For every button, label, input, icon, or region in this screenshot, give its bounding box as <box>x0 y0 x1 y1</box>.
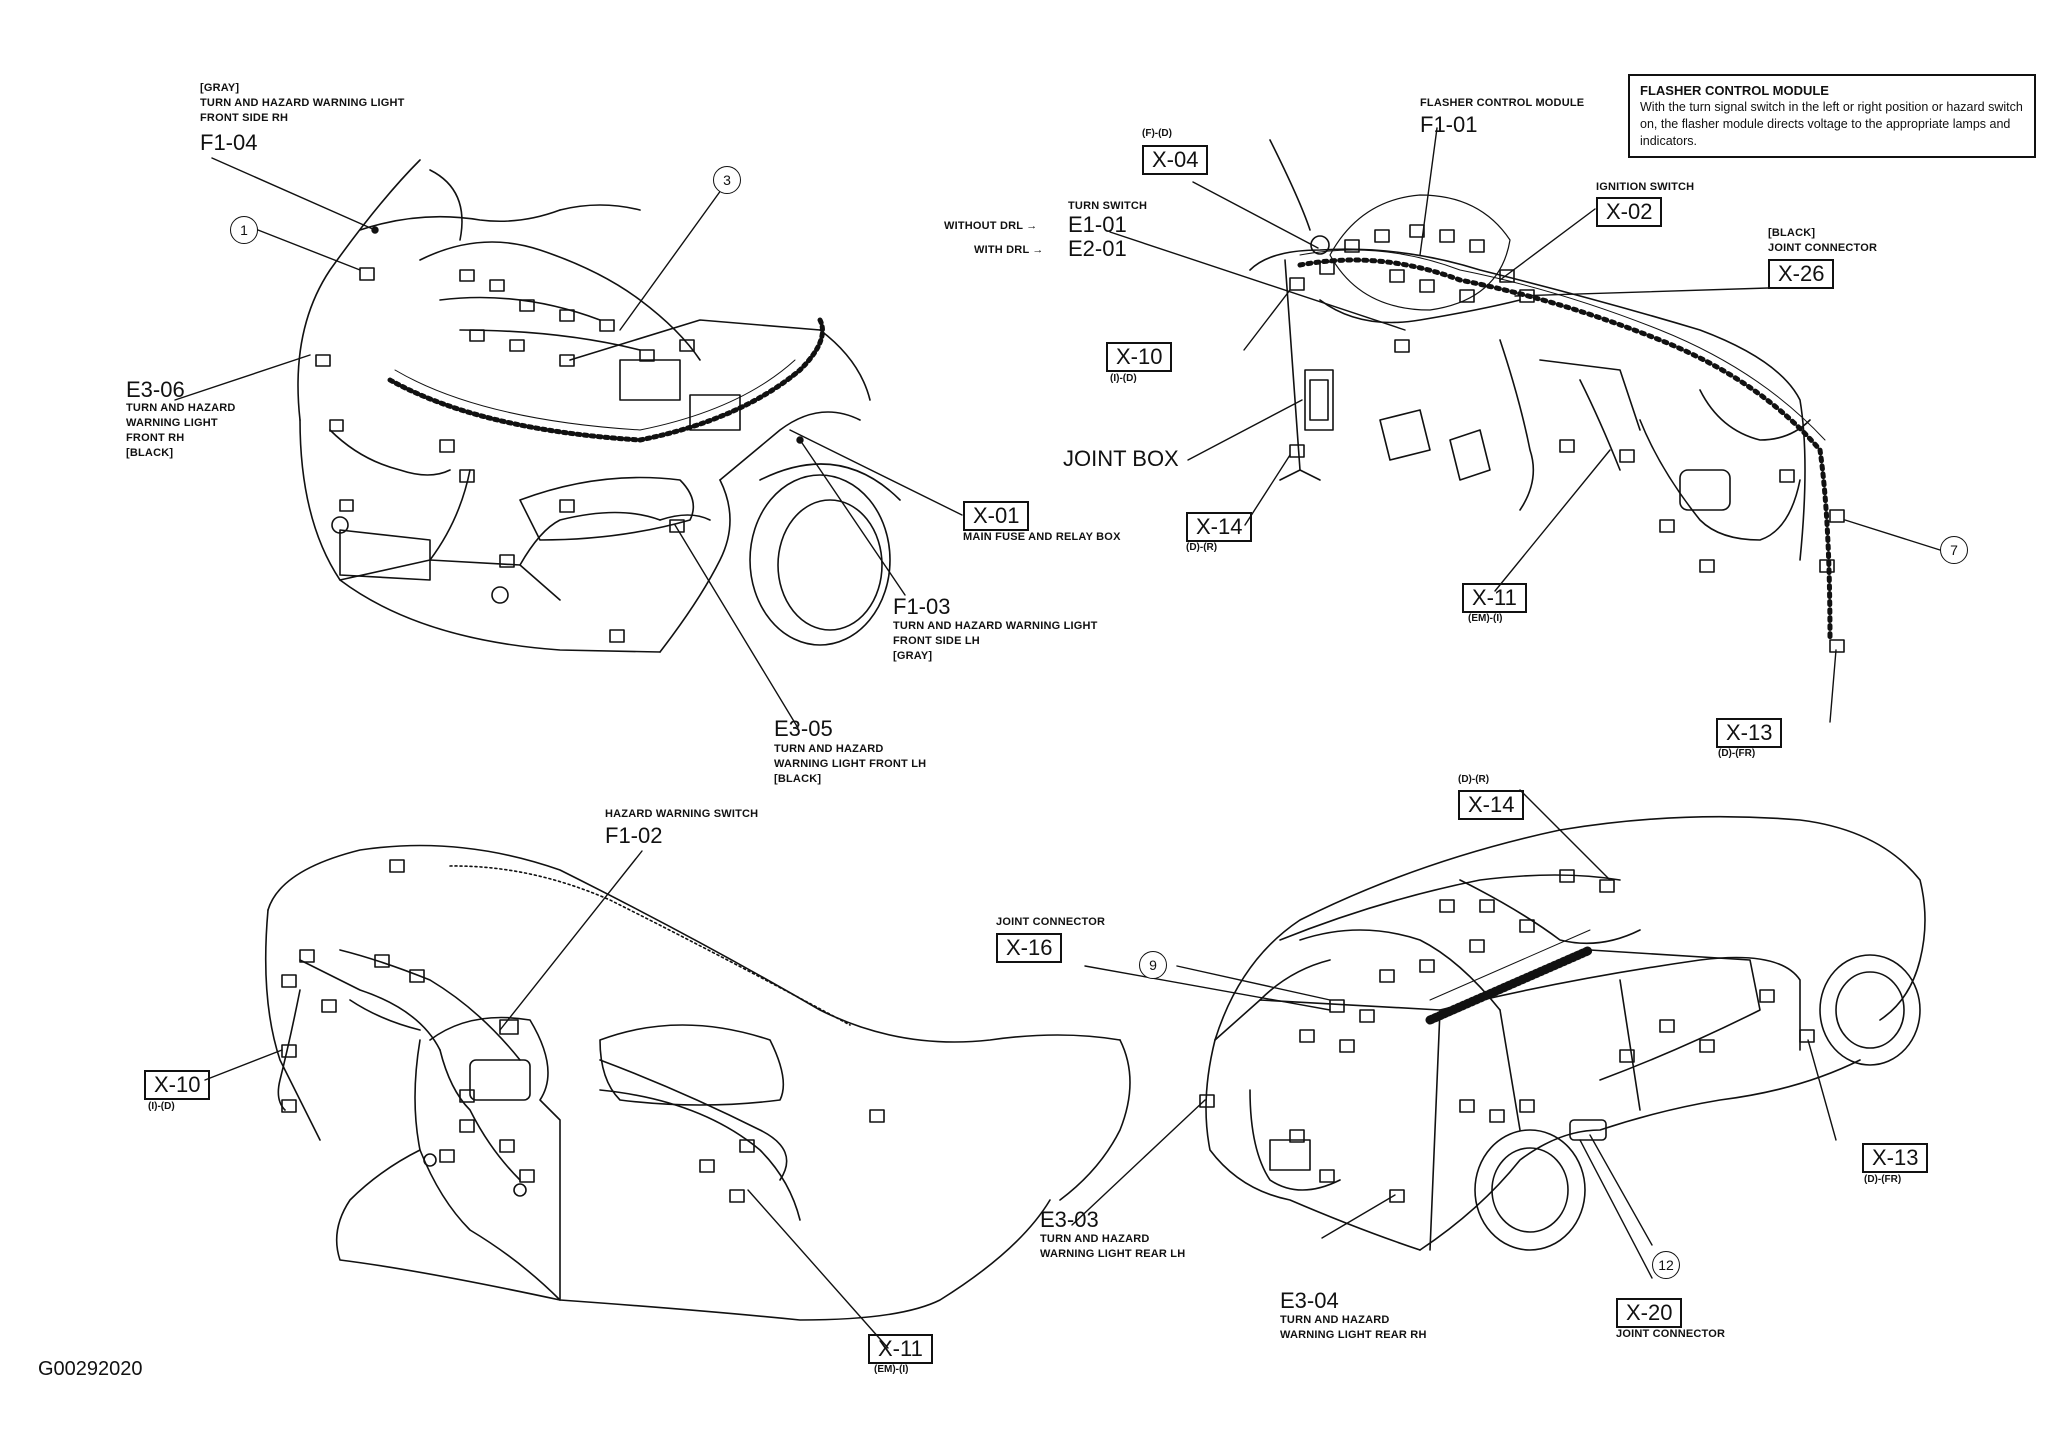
without-drl-label: WITHOUT DRL → <box>944 220 1038 232</box>
f103-desc-1: TURN AND HAZARD WARNING LIGHT <box>893 620 1098 632</box>
x26-color: [BLACK] <box>1768 227 1816 239</box>
flasher-module-note: FLASHER CONTROL MODULE With the turn sig… <box>1628 74 2036 158</box>
e306-code: E3-06 <box>126 377 185 402</box>
x13-dash-code: X-13 <box>1716 718 1783 748</box>
without-drl-text: WITHOUT DRL <box>944 220 1023 232</box>
x11-dash-sub: (EM)-(I) <box>1468 613 1503 624</box>
x11-dash-code: X-11 <box>1462 583 1527 613</box>
f104-code: F1-04 <box>200 130 258 155</box>
dash-harness-drawing <box>1249 139 1845 653</box>
x14-body-code: X-14 <box>1458 790 1525 820</box>
note-text: With the turn signal switch in the left … <box>1640 100 2023 148</box>
x01-code: X-01 <box>963 501 1030 531</box>
f104-color: [GRAY] <box>200 82 240 94</box>
x13-body-code: X-13 <box>1862 1143 1929 1173</box>
e201-code: E2-01 <box>1068 236 1127 261</box>
x10-panel-sub: (I)-(D) <box>148 1101 175 1112</box>
x16-code: X-16 <box>996 933 1063 963</box>
f104-desc-1: TURN AND HAZARD WARNING LIGHT <box>200 97 405 109</box>
callout-7: 7 <box>1940 536 1968 564</box>
e101-code: E1-01 <box>1068 212 1127 237</box>
f101-code: F1-01 <box>1420 112 1478 137</box>
e306-color: [BLACK] <box>126 447 174 459</box>
f103-color: [GRAY] <box>893 650 933 662</box>
f102-desc: HAZARD WARNING SWITCH <box>605 808 759 820</box>
x02-desc: IGNITION SWITCH <box>1596 181 1695 193</box>
e303-desc-2: WARNING LIGHT REAR LH <box>1040 1248 1186 1260</box>
e304-desc-1: TURN AND HAZARD <box>1280 1314 1390 1326</box>
e306-desc-3: FRONT RH <box>126 432 185 444</box>
e305-color: [BLACK] <box>774 773 822 785</box>
x20-label: X-20 <box>1616 1298 1683 1328</box>
e306-desc-1: TURN AND HAZARD <box>126 402 236 414</box>
x11-panel-code: X-11 <box>868 1334 933 1364</box>
x11-panel-sub: (EM)-(I) <box>874 1364 909 1375</box>
x14-body-label: X-14 <box>1458 790 1525 820</box>
e306-desc-2: WARNING LIGHT <box>126 417 218 429</box>
body-harness-drawing <box>1199 815 1926 1251</box>
x14-dash-sub: (D)-(R) <box>1186 542 1218 553</box>
engine-bay-drawing <box>297 159 901 653</box>
body-harness-leaders <box>1071 789 1837 1279</box>
callout-12: 12 <box>1652 1251 1680 1279</box>
e303-code: E3-03 <box>1040 1207 1099 1232</box>
x14-body-sub: (D)-(R) <box>1458 774 1490 785</box>
e304-code: E3-04 <box>1280 1288 1339 1313</box>
joint-box-label: JOINT BOX <box>1063 446 1179 471</box>
f103-code: F1-03 <box>893 594 951 619</box>
x13-dash-label: X-13 <box>1716 718 1783 748</box>
x10-panel-label: X-10 <box>144 1070 211 1100</box>
note-title: FLASHER CONTROL MODULE <box>1640 83 1829 98</box>
x16-desc: JOINT CONNECTOR <box>996 916 1106 928</box>
f101-desc: FLASHER CONTROL MODULE <box>1420 97 1585 109</box>
x01-label: X-01 <box>963 501 1030 531</box>
dash-harness-leaders <box>1109 127 1941 723</box>
x14-dash-label: X-14 <box>1186 512 1253 542</box>
x13-body-label: X-13 <box>1862 1143 1929 1173</box>
e305-desc-2: WARNING LIGHT FRONT LH <box>774 758 927 770</box>
x02-label: X-02 <box>1596 197 1663 227</box>
x10-dash-sub: (I)-(D) <box>1110 373 1137 384</box>
x26-code: X-26 <box>1768 259 1835 289</box>
e305-desc-1: TURN AND HAZARD <box>774 743 884 755</box>
x13-body-sub: (D)-(FR) <box>1864 1174 1902 1185</box>
x11-dash-label: X-11 <box>1462 583 1527 613</box>
engine-bay-leaders <box>174 157 963 729</box>
x04-sub: (F)-(D) <box>1142 128 1172 139</box>
x14-dash-code: X-14 <box>1186 512 1253 542</box>
x26-desc: JOINT CONNECTOR <box>1768 242 1878 254</box>
with-drl-text: WITH DRL <box>974 244 1030 256</box>
x10-panel-code: X-10 <box>144 1070 211 1100</box>
e305-code: E3-05 <box>774 716 833 741</box>
x13-dash-sub: (D)-(FR) <box>1718 748 1756 759</box>
e304-desc-2: WARNING LIGHT REAR RH <box>1280 1329 1427 1341</box>
x11-panel-label: X-11 <box>868 1334 933 1364</box>
x02-code: X-02 <box>1596 197 1663 227</box>
x20-desc: JOINT CONNECTOR <box>1616 1328 1726 1340</box>
f102-code: F1-02 <box>605 823 663 848</box>
with-drl-label: WITH DRL → <box>974 244 1044 256</box>
x20-code: X-20 <box>1616 1298 1683 1328</box>
callout-9: 9 <box>1139 951 1167 979</box>
instrument-panel-leaders <box>204 850 889 1349</box>
e303-desc-1: TURN AND HAZARD <box>1040 1233 1150 1245</box>
figure-id: G00292020 <box>38 1358 143 1380</box>
instrument-panel-drawing <box>264 844 1131 1321</box>
x10-dash-label: X-10 <box>1106 342 1173 372</box>
turn-switch-label: TURN SWITCH <box>1068 200 1148 212</box>
callout-1: 1 <box>230 216 258 244</box>
x10-dash-code: X-10 <box>1106 342 1173 372</box>
x04-label: X-04 <box>1142 145 1209 175</box>
x04-code: X-04 <box>1142 145 1209 175</box>
x01-desc: MAIN FUSE AND RELAY BOX <box>963 531 1121 543</box>
x16-label: X-16 <box>996 933 1063 963</box>
callout-3: 3 <box>713 166 741 194</box>
f104-desc-2: FRONT SIDE RH <box>200 112 289 124</box>
x26-label: X-26 <box>1768 259 1835 289</box>
f103-desc-2: FRONT SIDE LH <box>893 635 980 647</box>
